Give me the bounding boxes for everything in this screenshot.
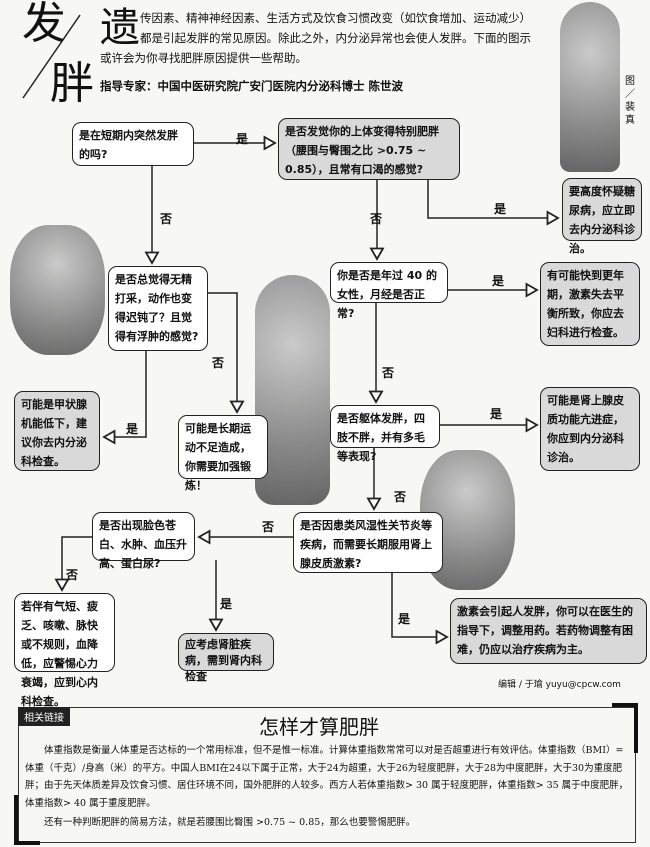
- title-char-pang: 胖: [50, 58, 94, 109]
- yes-label: 是: [398, 612, 411, 626]
- expert-credit: 指导专家：中国中医研究院广安门医院内分泌科博士 陈世波: [100, 79, 404, 93]
- result-kidney-disease: 应考虑肾脏疾病，需到肾内科检查: [178, 633, 274, 683]
- intro-line-3: 或许会为你寻找肥胖原因提供一些帮助。: [100, 51, 307, 65]
- yes-label: 是: [236, 132, 249, 146]
- result-adrenal: 可能是肾上腺皮质功能亢进症，你应到内分泌科诊治。: [540, 387, 640, 471]
- question-female-40: 你是否是年过 40 的女性，月经是否正常?: [330, 262, 448, 320]
- result-steroid: 激素会引起人发胖，你可以在医生的指导下，调整用药。若药物调整有困难，仍应以治疗疾…: [450, 598, 647, 664]
- result-heart-failure: 若伴有气短、疲乏、咳嗽、脉快或不规则，血降低，应警惕心力衰竭，应到心内科检查。: [14, 593, 115, 708]
- result-diabetes: 要高度怀疑糖尿病，应立即去内分泌科诊治。: [562, 178, 642, 255]
- corner-mark: [612, 703, 638, 753]
- intro-line-1: 传因素、精神神经因素、生活方式及饮食习惯改变（如饮食增加、运动减少）: [140, 11, 531, 25]
- illustrator-credit: 图／裴真: [625, 76, 635, 126]
- no-label: 否: [212, 356, 225, 370]
- flowchart-connectors: [0, 0, 650, 700]
- question-fatigue: 是否总觉得无精打采，动作也变得迟钝了？且觉得有浮肿的感觉?: [108, 266, 208, 351]
- yes-label: 是: [494, 202, 507, 216]
- sidebar-paragraph-1: 体重指数是衡量人体重是否达标的一个常用标准，但不是惟一标准。计算体重指数常常可以…: [25, 745, 629, 809]
- related-link-tag: 相关链接: [18, 707, 70, 726]
- dropcap: 遗: [100, 5, 140, 51]
- no-label: 否: [394, 490, 407, 504]
- no-label: 否: [382, 366, 395, 380]
- title-char-fa: 发: [22, 0, 66, 49]
- yes-label: 是: [220, 597, 233, 611]
- yes-label: 是: [490, 407, 503, 421]
- question-trunk-obesity: 是否躯体发胖，四肢不胖，并有多毛等表现?: [330, 405, 440, 463]
- sidebar-paragraph-2: 还有一种判断肥胖的简易方法，就是若腰围比臀围 >0.75 ~ 0.85，那么也要…: [44, 817, 416, 828]
- result-thyroid: 可能是甲状腺机能低下，建议你去内分泌科检查。: [14, 391, 100, 471]
- corner-mark: [14, 795, 40, 845]
- intro-line-2: 都是引起发胖的常见原因。除此之外，内分泌异常也会使人发胖。下面的图示: [140, 31, 531, 45]
- question-sudden-weight-gain: 是在短期内突然发胖的吗?: [72, 122, 194, 166]
- question-steroid-use: 是否因患类风湿性关节炎等疾病，而需要长期服用肾上腺皮质激素?: [293, 512, 443, 573]
- no-label: 否: [66, 568, 79, 582]
- yes-label: 是: [126, 422, 139, 436]
- result-exercise: 可能是长期运动不足造成，你需要加强锻炼！: [178, 415, 268, 492]
- sidebar-title: 怎样才算肥胖: [259, 715, 379, 739]
- question-upper-body: 是否发觉你的上体变得特别肥胖（腰围与臀围之比 >0.75 ~ 0.85），且常有…: [278, 118, 460, 180]
- yes-label: 是: [492, 274, 505, 288]
- result-menopause: 有可能快到更年期，激素失去平衡所致，你应去妇科进行检查。: [540, 262, 640, 346]
- title-slash: [22, 14, 81, 99]
- related-link-panel: 相关链接 怎样才算肥胖 体重指数是衡量人体重是否达标的一个常用标准，但不是惟一标…: [18, 707, 636, 843]
- no-label: 否: [370, 212, 383, 226]
- question-kidney-symptoms: 是否出现脸色苍白、水肿、血压升高、蛋白尿?: [92, 512, 195, 570]
- woman-illustration: [560, 2, 620, 172]
- tired-woman-illustration: [10, 225, 105, 355]
- no-label: 否: [160, 212, 173, 226]
- no-label: 否: [262, 520, 275, 534]
- editor-credit: 编辑 / 于瑜 yuyu@cpcw.com: [498, 680, 621, 690]
